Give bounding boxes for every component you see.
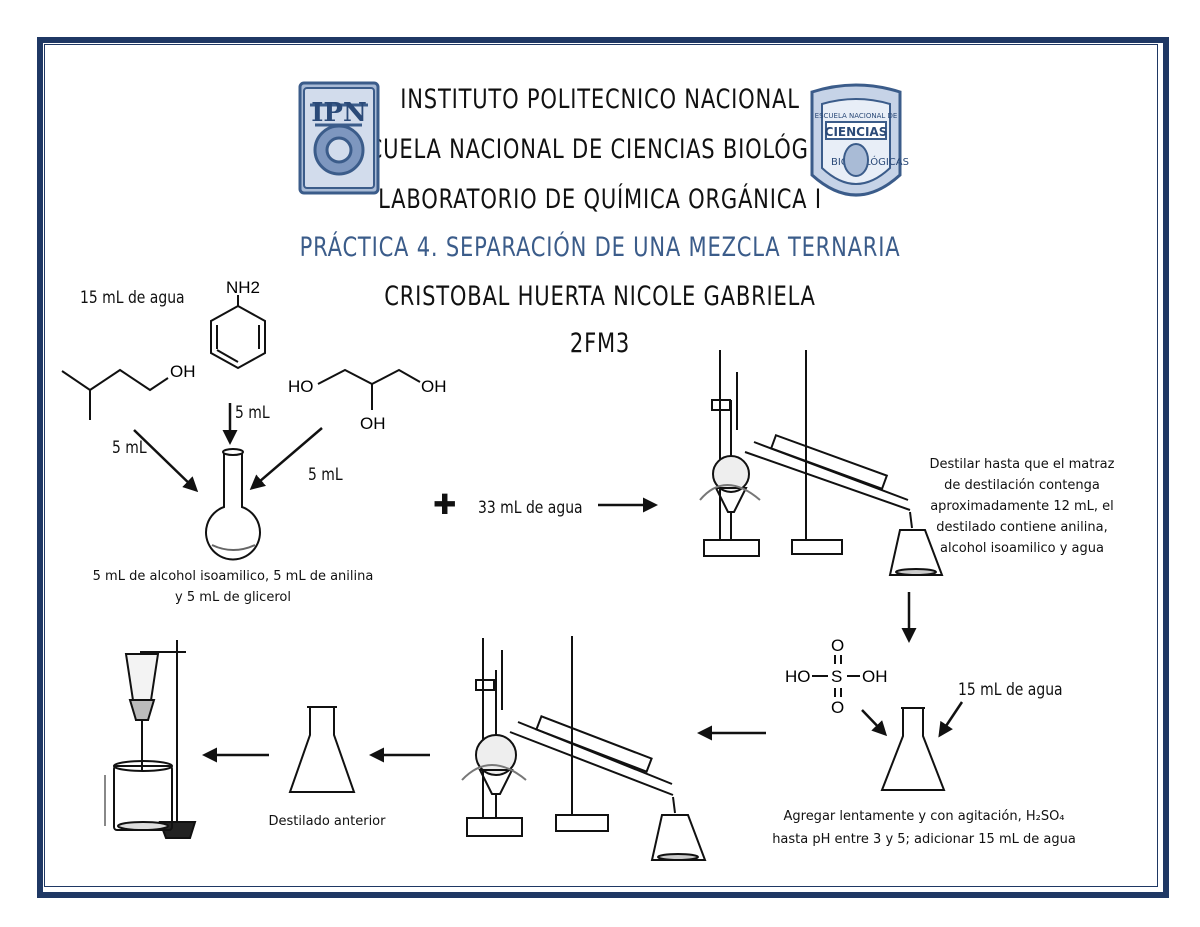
- distill-caption-line-4: destilado contiene anilina,: [936, 520, 1107, 535]
- distill-caption-line-3: aproximadamente 12 mL, el: [930, 499, 1114, 514]
- mixture-caption: 5 mL de alcohol isoamilico, 5 mL de anil…: [40, 566, 426, 608]
- school-title: ESCUELA NACIONAL DE CIENCIAS BIOLÓGICAS: [339, 134, 861, 165]
- ipn-logo-text: IPN: [311, 98, 366, 128]
- erlenmeyer-flask-acid: [880, 707, 946, 791]
- inner-border: [44, 44, 1158, 887]
- distill-caption-line-2: de destilación contenga: [944, 478, 1100, 493]
- volume-label-center: 5 mL: [235, 403, 270, 423]
- plus-sign: ✚: [433, 488, 456, 521]
- lab-title: LABORATORIO DE QUÍMICA ORGÁNICA I: [378, 184, 822, 215]
- institution-title: INSTITUTO POLITECNICO NACIONAL: [400, 84, 800, 115]
- distillation-apparatus-1: [699, 350, 944, 576]
- distillate-caption: Destilado anterior: [269, 814, 387, 829]
- encb-logo-text-right: LÓGICAS: [865, 155, 909, 168]
- erlenmeyer-flask-distillate: [288, 706, 356, 793]
- round-bottom-flask: [205, 448, 261, 561]
- volume-label-left: 5 mL: [112, 438, 147, 458]
- glycerol-structure: [317, 368, 421, 410]
- acid-ho: HO: [785, 667, 811, 686]
- distillation-caption-1: Destilar hasta que el matraz de destilac…: [930, 457, 1115, 556]
- isoamyl-alcohol-structure: [61, 368, 169, 420]
- separatory-funnel-setup: [104, 640, 197, 839]
- water-label-step2: 33 mL de agua: [478, 498, 583, 518]
- arrow-alcohol-to-flask: [133, 429, 199, 493]
- acid-caption: Agregar lentamente y con agitación, H₂SO…: [772, 809, 1076, 847]
- sulfuric-acid-structure: O HO S OH O: [785, 636, 888, 717]
- practice-title: PRÁCTICA 4. SEPARACIÓN DE UNA MEZCLA TER…: [299, 232, 901, 263]
- arrow-glycerol-to-flask: [249, 427, 323, 490]
- encb-logo-text-mid: CIENCIAS: [825, 125, 888, 139]
- water-label-step3: 15 mL de agua: [958, 680, 1063, 700]
- acid-o-top: O: [831, 636, 844, 655]
- group-code: 2FM3: [569, 328, 631, 359]
- distillation-apparatus-2: [461, 636, 707, 861]
- encb-logo-text-top: ESCUELA NACIONAL DE: [815, 112, 898, 120]
- outer-border: [37, 37, 1169, 898]
- water-label-step1: 15 mL de agua: [80, 288, 185, 308]
- distill-caption-line-5: alcohol isoamilico y agua: [940, 541, 1104, 556]
- glycerol-ho-label: HO: [288, 377, 314, 396]
- acid-o-bottom: O: [831, 698, 844, 717]
- aniline-structure: [210, 295, 266, 370]
- encb-logo-text-left: BIO: [831, 157, 849, 168]
- volume-label-right: 5 mL: [308, 465, 343, 485]
- encb-logo: ESCUELA NACIONAL DE CIENCIAS BIO LÓGICAS: [810, 83, 909, 197]
- acid-oh: OH: [862, 667, 888, 686]
- distill-caption-line-1: Destilar hasta que el matraz: [930, 457, 1115, 472]
- ipn-logo: IPN: [298, 81, 380, 195]
- acid-caption-line-1: Agregar lentamente y con agitación, H₂SO…: [783, 809, 1064, 824]
- glycerol-oh-right-label: OH: [421, 377, 447, 396]
- arrow-acid-to-flask: [861, 709, 888, 737]
- author-name: CRISTOBAL HUERTA NICOLE GABRIELA: [384, 281, 816, 312]
- mixture-caption-line-2: y 5 mL de glicerol: [175, 590, 291, 605]
- arrow-water-to-flask: [938, 701, 964, 738]
- acid-caption-line-2: hasta pH entre 3 y 5; adicionar 15 mL de…: [772, 832, 1076, 847]
- glycerol-oh-bottom-label: OH: [360, 414, 386, 433]
- aniline-nh2-label: NH2: [226, 278, 260, 297]
- alcohol-oh-label: OH: [170, 362, 196, 381]
- acid-s: S: [831, 667, 842, 686]
- mixture-caption-line-1: 5 mL de alcohol isoamilico, 5 mL de anil…: [92, 569, 374, 584]
